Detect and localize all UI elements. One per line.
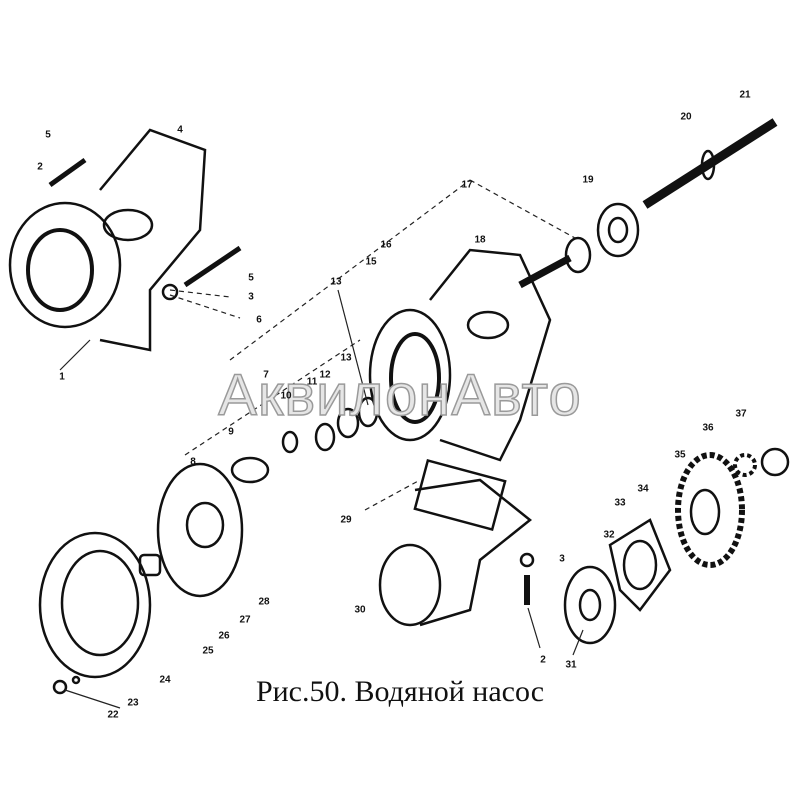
shaft-part-20	[642, 118, 778, 209]
callout-label: 29	[340, 514, 352, 526]
watermark: АквилонАвто	[218, 362, 582, 429]
callout-label: 33	[614, 497, 626, 509]
washer-part-36	[733, 453, 757, 477]
callout-label: 26	[218, 630, 230, 642]
callout-label: 16	[380, 239, 392, 251]
figure-caption: Рис.50. Водяной насос	[255, 675, 545, 708]
callout-label: 19	[582, 174, 594, 186]
seal-part-18	[518, 236, 592, 289]
front-cover-part-24	[38, 531, 152, 695]
callout-label: 6	[256, 314, 262, 326]
callout-label: 15	[365, 256, 377, 268]
callout-label: 25	[202, 645, 214, 657]
elbow-part-30	[378, 458, 533, 627]
callout-label: 10	[280, 390, 292, 402]
callout-label: 21	[739, 89, 751, 101]
impeller-part-28	[138, 462, 244, 598]
callout-label: 9	[228, 426, 234, 438]
callout-label: 13	[330, 276, 342, 288]
gear-part-35	[675, 452, 745, 568]
callout-label: 13	[340, 352, 352, 364]
callout-label: 12	[319, 369, 331, 381]
callout-label: 30	[354, 604, 366, 616]
callout-label: 8	[190, 456, 196, 468]
callout-label: 4	[177, 124, 183, 136]
bearing-part-31	[563, 565, 617, 645]
flange-part-32	[608, 518, 672, 612]
callout-label: 7	[263, 369, 269, 381]
callout-label: 3	[559, 553, 565, 565]
callout-label: 5	[45, 129, 51, 141]
pump-housing-part-16	[368, 248, 552, 462]
callout-label: 22	[107, 709, 119, 721]
callout-label: 20	[680, 111, 692, 123]
callout-label: 2	[540, 654, 546, 666]
pump-cover-part-1	[8, 128, 207, 352]
callout-label: 37	[735, 408, 747, 420]
bolt-part-2	[519, 552, 535, 605]
callout-label: 28	[258, 596, 270, 608]
bearing-part-19	[596, 202, 640, 258]
callout-label: 17	[461, 179, 473, 191]
callout-label: 31	[565, 659, 577, 671]
bolts-2-5	[48, 157, 242, 301]
callout-label: 23	[127, 697, 139, 709]
callout-label: 36	[702, 422, 714, 434]
callout-label: 34	[637, 483, 649, 495]
callout-label: 32	[603, 529, 615, 541]
callout-label: 24	[159, 674, 171, 686]
callout-label: 11	[306, 376, 318, 388]
callout-label: 3	[248, 291, 254, 303]
assembly-axis-lines	[59, 179, 584, 709]
nut-part-37	[760, 447, 790, 477]
callout-label: 18	[474, 234, 486, 246]
callout-label: 27	[239, 614, 251, 626]
callout-label: 2	[37, 161, 43, 173]
callout-label: 5	[248, 272, 254, 284]
callout-label: 35	[674, 449, 686, 461]
seal-stack-parts-10-13	[230, 396, 379, 484]
callout-label: 1	[59, 371, 65, 383]
